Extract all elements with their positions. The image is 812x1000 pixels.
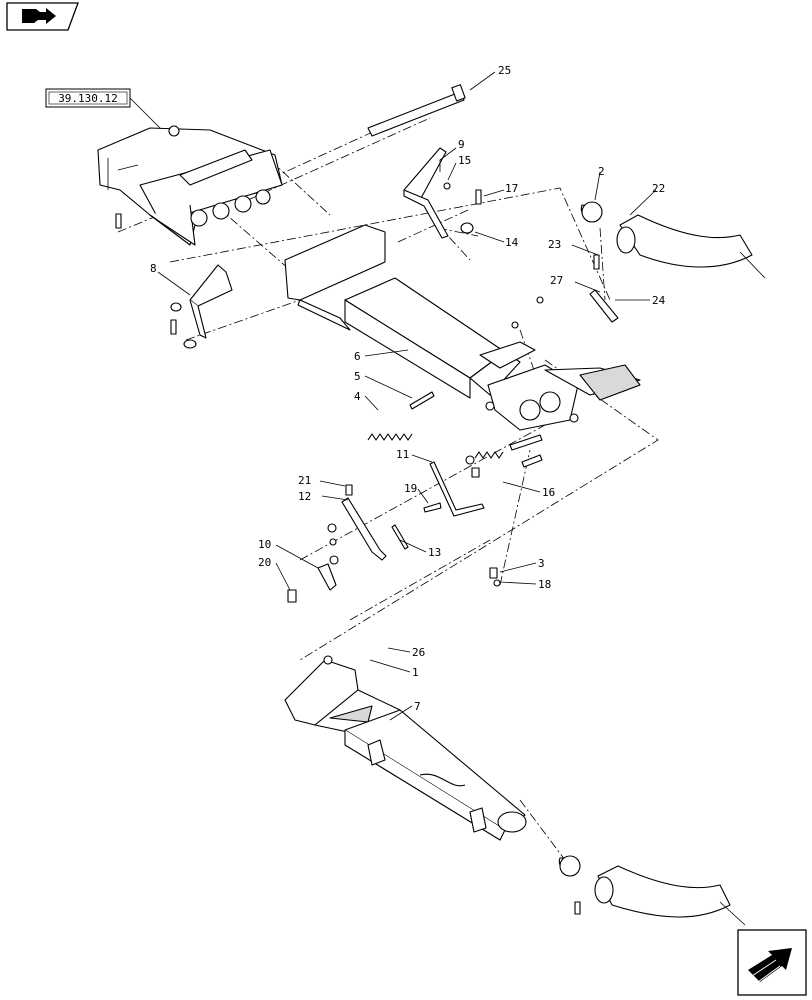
clamp-part-2 bbox=[558, 201, 603, 877]
callout-15: 15 bbox=[458, 154, 471, 167]
callout-22: 22 bbox=[652, 182, 665, 195]
small-pins bbox=[115, 189, 619, 915]
next-page-arrow-icon[interactable] bbox=[737, 929, 807, 996]
callout-9: 9 bbox=[458, 138, 465, 151]
callout-2: 2 bbox=[598, 165, 605, 178]
spring-part-4 bbox=[367, 433, 413, 441]
callout-26: 26 bbox=[412, 646, 425, 659]
callout-21: 21 bbox=[298, 474, 311, 487]
lower-beam-part-7 bbox=[284, 655, 527, 841]
callout-4: 4 bbox=[354, 390, 361, 403]
callout-27: 27 bbox=[550, 274, 563, 287]
callout-12: 12 bbox=[298, 490, 311, 503]
callout-23: 23 bbox=[548, 238, 561, 251]
reference-box[interactable]: 39.130.12 bbox=[45, 88, 131, 108]
lever-part-11 bbox=[429, 461, 485, 517]
callout-16: 16 bbox=[542, 486, 555, 499]
callout-8: 8 bbox=[150, 262, 157, 275]
callout-25: 25 bbox=[498, 64, 511, 77]
mounting-bracket bbox=[97, 125, 283, 246]
rod-part-25 bbox=[367, 84, 466, 137]
callout-3: 3 bbox=[538, 557, 545, 570]
callout-19: 19 bbox=[404, 482, 417, 495]
main-beam-part-6 bbox=[284, 224, 641, 431]
callout-20: 20 bbox=[258, 556, 271, 569]
book-arrow-icon[interactable] bbox=[6, 2, 79, 31]
lever-part-10 bbox=[287, 555, 501, 603]
reference-box-label: 39.130.12 bbox=[58, 92, 118, 105]
callout-labels: 25 9 15 17 14 2 22 23 27 24 8 6 5 4 11 1… bbox=[150, 64, 666, 713]
lever-part-12 bbox=[327, 497, 409, 561]
callout-6: 6 bbox=[354, 350, 361, 363]
callout-18: 18 bbox=[538, 578, 551, 591]
callout-7: 7 bbox=[414, 700, 421, 713]
callout-13: 13 bbox=[428, 546, 441, 559]
callout-10: 10 bbox=[258, 538, 271, 551]
callout-14: 14 bbox=[505, 236, 519, 249]
callout-1: 1 bbox=[412, 666, 419, 679]
callout-17: 17 bbox=[505, 182, 518, 195]
bracket-part-8 bbox=[170, 222, 474, 349]
hose-part-22 bbox=[594, 214, 766, 926]
bracket-part-9 bbox=[403, 147, 451, 239]
callout-24: 24 bbox=[652, 294, 666, 307]
callout-11: 11 bbox=[396, 448, 409, 461]
leader-lines bbox=[157, 71, 657, 721]
spring-bolts bbox=[345, 296, 544, 513]
callout-5: 5 bbox=[354, 370, 361, 383]
